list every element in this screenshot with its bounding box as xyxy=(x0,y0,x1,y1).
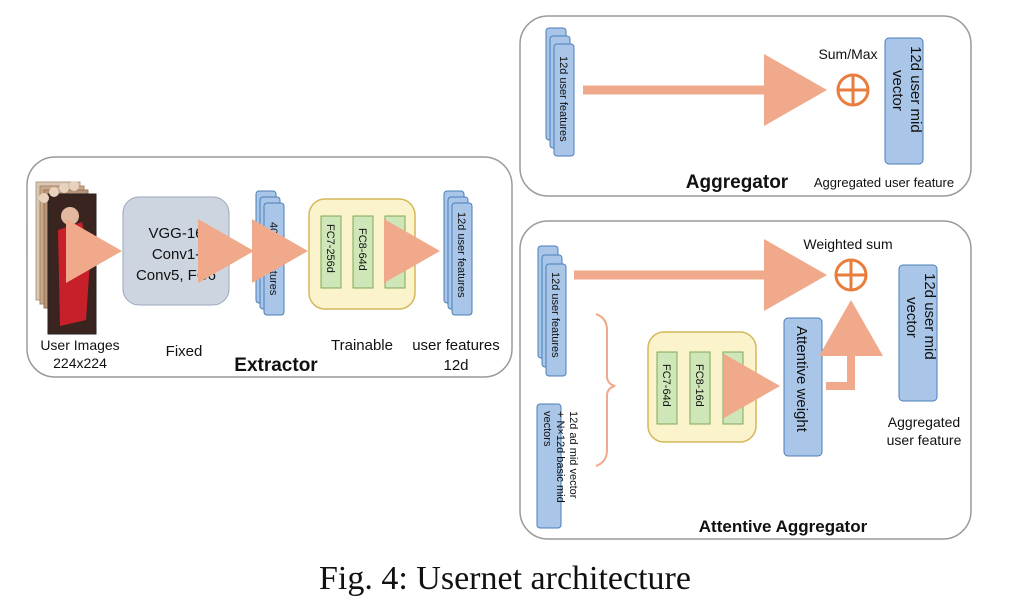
vgg-label-line1: VGG-16 xyxy=(148,225,203,242)
trainable-label: Trainable xyxy=(331,337,393,354)
attentive-weight-block xyxy=(783,317,823,457)
fixed-label: Fixed xyxy=(166,343,203,360)
ad-input-line1: 12d ad mid vector xyxy=(567,411,579,499)
att-fc9-label: FC9-1d xyxy=(726,368,738,405)
features-4096-label: 4096d features xyxy=(267,222,279,296)
aggregator-user-features-stack: 12d user features xyxy=(545,27,575,157)
user-features-output-line1: user features xyxy=(412,337,500,354)
fc7-label: FC7-256d xyxy=(324,224,336,273)
aggregator-op-label: Sum/Max xyxy=(818,46,877,62)
user-features-output-line2: 12d xyxy=(443,357,468,374)
extractor-title: Extractor xyxy=(234,355,318,376)
input-brace xyxy=(595,313,616,467)
attentive-output-line2: user feature xyxy=(887,432,962,448)
fc9-label: FC9-12d xyxy=(388,228,400,271)
figure-caption: Fig. 4: Usernet architecture xyxy=(319,560,691,597)
aggregator-output-label: Aggregated user feature xyxy=(814,175,954,190)
attentive-output-line1: Aggregated xyxy=(888,414,960,430)
ad-mid-vector-input xyxy=(536,403,562,529)
vgg-label-line3: Conv5, FC6 xyxy=(136,267,216,284)
attentive-mid-vector-line1: 12d user mid xyxy=(921,273,938,360)
attentive-user-features-label: 12d user features xyxy=(549,272,561,358)
aggregator-mid-vector xyxy=(884,37,924,165)
aggregator-frame xyxy=(519,15,972,197)
attentive-mid-vector xyxy=(898,264,938,402)
fc7-layer xyxy=(320,215,342,289)
att-fc8-layer xyxy=(689,351,711,425)
attentive-mid-vector-line2: vector xyxy=(903,297,920,338)
attentive-aggregator-panel: 12d user features Weighted sum 12d ad mi… xyxy=(519,220,972,540)
weighted-sum-plus-icon xyxy=(834,258,868,292)
aggregator-panel: 12d user features Sum/Max 12d user mid v… xyxy=(519,15,972,197)
ad-input-line3: vectors xyxy=(541,411,553,447)
extractor-panel: User Images 224x224 VGG-16 Conv1- Conv5,… xyxy=(26,156,513,378)
aggregator-title: Aggregator xyxy=(686,172,789,193)
aggregator-user-features-label: 12d user features xyxy=(557,56,569,142)
aggregator-mid-vector-line2: vector xyxy=(889,70,906,111)
user-features-12d-label: 12d user features xyxy=(455,212,467,298)
attentive-op-label: Weighted sum xyxy=(803,236,892,252)
att-fc7-label: FC7-64d xyxy=(660,364,672,407)
vgg-label-line2: Conv1- xyxy=(152,246,200,263)
features-4096-stack: 4096d features xyxy=(255,190,285,316)
user-image-figure xyxy=(58,222,90,326)
user-images-label-line1: User Images xyxy=(40,337,119,353)
sum-max-plus-icon xyxy=(836,73,870,107)
att-fc7-layer xyxy=(656,351,678,425)
att-fc8-label: FC8-16d xyxy=(693,364,705,407)
attentive-aggregator-title: Attentive Aggregator xyxy=(699,517,868,536)
aggregator-mid-vector-line1: 12d user mid xyxy=(907,46,924,133)
attentive-weight-label: Attentive weight xyxy=(793,326,810,433)
arrow-weight-to-op xyxy=(819,300,883,390)
fc8-label: FC8-64d xyxy=(356,228,368,271)
user-images-label-line2: 224x224 xyxy=(53,355,107,371)
user-features-12d-stack: 12d user features xyxy=(443,190,473,316)
fc8-layer xyxy=(352,215,374,289)
ad-input-line2: + N×12d basic mid xyxy=(554,411,566,503)
attentive-user-features-stack: 12d user features xyxy=(537,245,567,377)
